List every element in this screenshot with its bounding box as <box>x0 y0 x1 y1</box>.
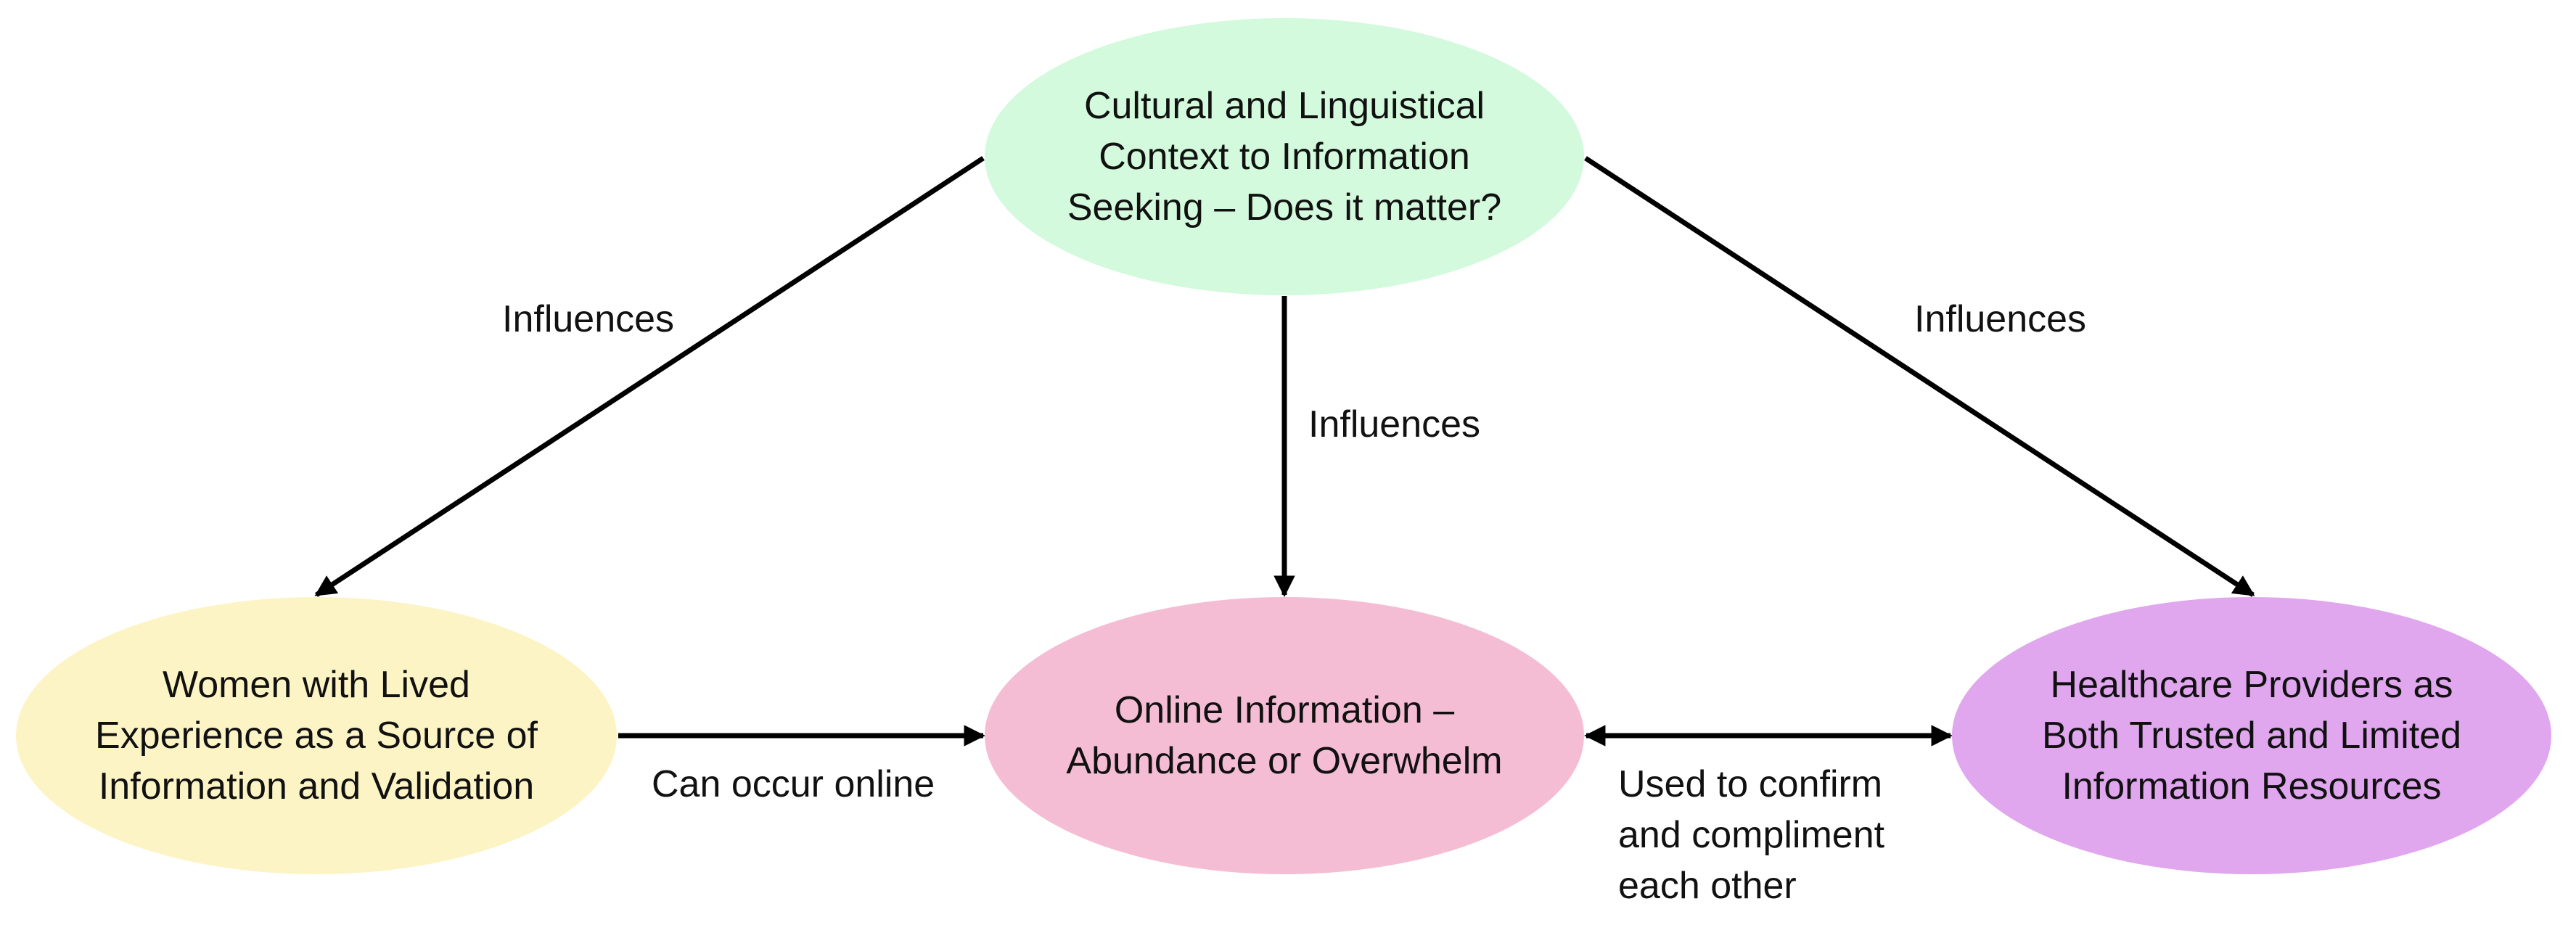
edge-label-left-to-center: Can occur online <box>652 763 935 805</box>
edge-label-center-right: Used to confirm and compliment each othe… <box>1618 763 1885 907</box>
edge-label-top-to-left: Influences <box>502 298 675 340</box>
arrow-top-to-left <box>314 156 985 597</box>
node-center-text: Online Information – Abundance or Overwh… <box>1066 689 1503 782</box>
node-left-text: Women with Lived Experience as a Source … <box>95 664 538 807</box>
arrow-top-to-right <box>1584 156 2255 597</box>
edge-label-top-to-right: Influences <box>1914 298 2087 340</box>
node-right-text: Healthcare Providers as Both Trusted and… <box>2041 664 2462 807</box>
node-cultural-linguistic-context: Cultural and Linguistical Context to Inf… <box>985 18 1584 295</box>
node-top-text: Cultural and Linguistical Context to Inf… <box>1067 85 1502 229</box>
node-online-information: Online Information – Abundance or Overwh… <box>985 597 1584 874</box>
node-healthcare-providers: Healthcare Providers as Both Trusted and… <box>1952 597 2551 874</box>
node-women-lived-experience: Women with Lived Experience as a Source … <box>16 597 617 874</box>
edge-label-top-to-center: Influences <box>1308 403 1481 445</box>
